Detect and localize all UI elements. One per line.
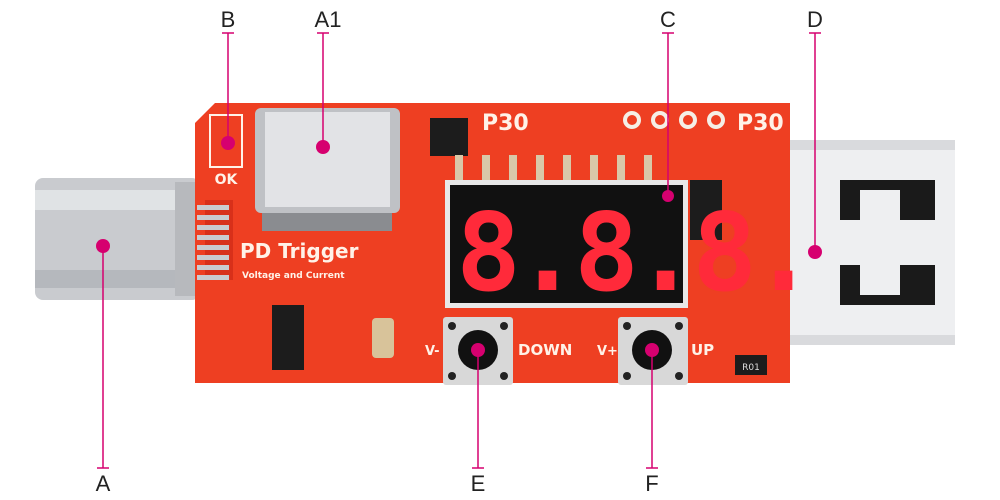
capacitor xyxy=(372,318,394,358)
r01-label: R01 xyxy=(742,363,760,373)
p30-label-right: P30 xyxy=(737,111,784,136)
callout-label-a: A xyxy=(96,471,111,496)
ok-silkscreen: OK xyxy=(215,172,239,188)
p30-label-left: P30 xyxy=(482,111,529,136)
pd-trigger-silkscreen: PD Trigger xyxy=(240,239,359,263)
callout-dot-b xyxy=(221,136,235,150)
usb-c-receptacle xyxy=(255,108,400,231)
shunt-resistor xyxy=(735,355,767,375)
callout-label-d: D xyxy=(807,7,823,32)
voltage-current-silkscreen: Voltage and Current xyxy=(242,271,345,281)
controller-chip xyxy=(430,118,468,156)
callout-label-a1: A1 xyxy=(315,7,342,32)
callout-dot-d xyxy=(808,245,822,259)
callout-label-e: E xyxy=(471,471,486,496)
regulator xyxy=(272,305,304,370)
callout-dot-c xyxy=(662,190,674,202)
callout-label-f: F xyxy=(645,471,658,496)
callout-label-c: C xyxy=(660,7,676,32)
callout-label-b: B xyxy=(221,7,236,32)
callout-dot-e xyxy=(471,343,485,357)
seven-segment-display xyxy=(450,185,683,303)
v-plus-label: V+ xyxy=(597,344,618,359)
usb-c-plug xyxy=(35,178,200,300)
display-digits: 8.8.8. xyxy=(456,191,810,316)
callout-dot-a1 xyxy=(316,140,330,154)
down-label: DOWN xyxy=(518,341,572,359)
pcb-board: OK PD Trigger Voltage and Current P30 P3… xyxy=(195,103,816,385)
ic-chip xyxy=(690,180,722,240)
v-minus-label: V- xyxy=(425,344,440,359)
callout-dot-a xyxy=(96,239,110,253)
callout-dot-f xyxy=(645,343,659,357)
up-label: UP xyxy=(691,341,714,359)
